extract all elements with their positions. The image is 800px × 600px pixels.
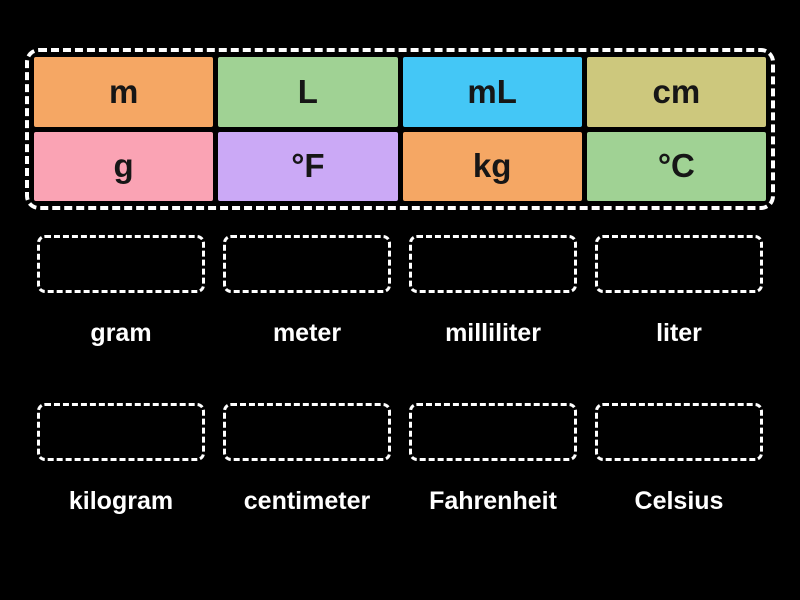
drop-zone-celsius[interactable]	[595, 403, 763, 461]
drop-zone-fahrenheit[interactable]	[409, 403, 577, 461]
match-label-gram: gram	[90, 319, 152, 347]
match-cell-centimeter: centimeter	[223, 403, 391, 516]
match-label-meter: meter	[272, 319, 342, 347]
unit-tile-kg[interactable]: kg	[402, 131, 582, 201]
drop-zone-kilogram[interactable]	[37, 403, 205, 461]
match-label-milliliter: milliliter	[445, 319, 541, 347]
match-cell-fahrenheit: Fahrenheit	[409, 403, 577, 516]
match-label-liter: liter	[656, 319, 702, 347]
match-label-fahrenheit: Fahrenheit	[429, 487, 557, 515]
match-cell-meter: meter	[223, 235, 391, 348]
drop-zone-milliliter[interactable]	[409, 235, 577, 293]
match-row-2: kilogram centimeter Fahrenheit Celsius	[37, 403, 763, 516]
match-cell-kilogram: kilogram	[37, 403, 205, 516]
drop-zone-liter[interactable]	[595, 235, 763, 293]
drop-zone-meter[interactable]	[223, 235, 391, 293]
match-cell-gram: gram	[37, 235, 205, 348]
drop-zone-gram[interactable]	[37, 235, 205, 293]
unit-tile-mL[interactable]: mL	[402, 57, 582, 127]
match-cell-liter: liter	[595, 235, 763, 348]
unit-tile-g[interactable]: g	[34, 131, 214, 201]
match-label-kilogram: kilogram	[68, 487, 174, 515]
match-label-celsius: Celsius	[634, 487, 724, 515]
match-label-centimeter: centimeter	[243, 487, 371, 515]
unit-tile-C[interactable]: °C	[586, 131, 766, 201]
drop-zone-centimeter[interactable]	[223, 403, 391, 461]
unit-tile-m[interactable]: m	[34, 57, 214, 127]
unit-tile-cm[interactable]: cm	[586, 57, 766, 127]
unit-tile-L[interactable]: L	[218, 57, 398, 127]
unit-tile-F[interactable]: °F	[218, 131, 398, 201]
match-cell-milliliter: milliliter	[409, 235, 577, 348]
tile-bank: m L mL cm g °F kg °C	[25, 48, 775, 210]
match-cell-celsius: Celsius	[595, 403, 763, 516]
match-row-1: gram meter milliliter liter	[37, 235, 763, 348]
